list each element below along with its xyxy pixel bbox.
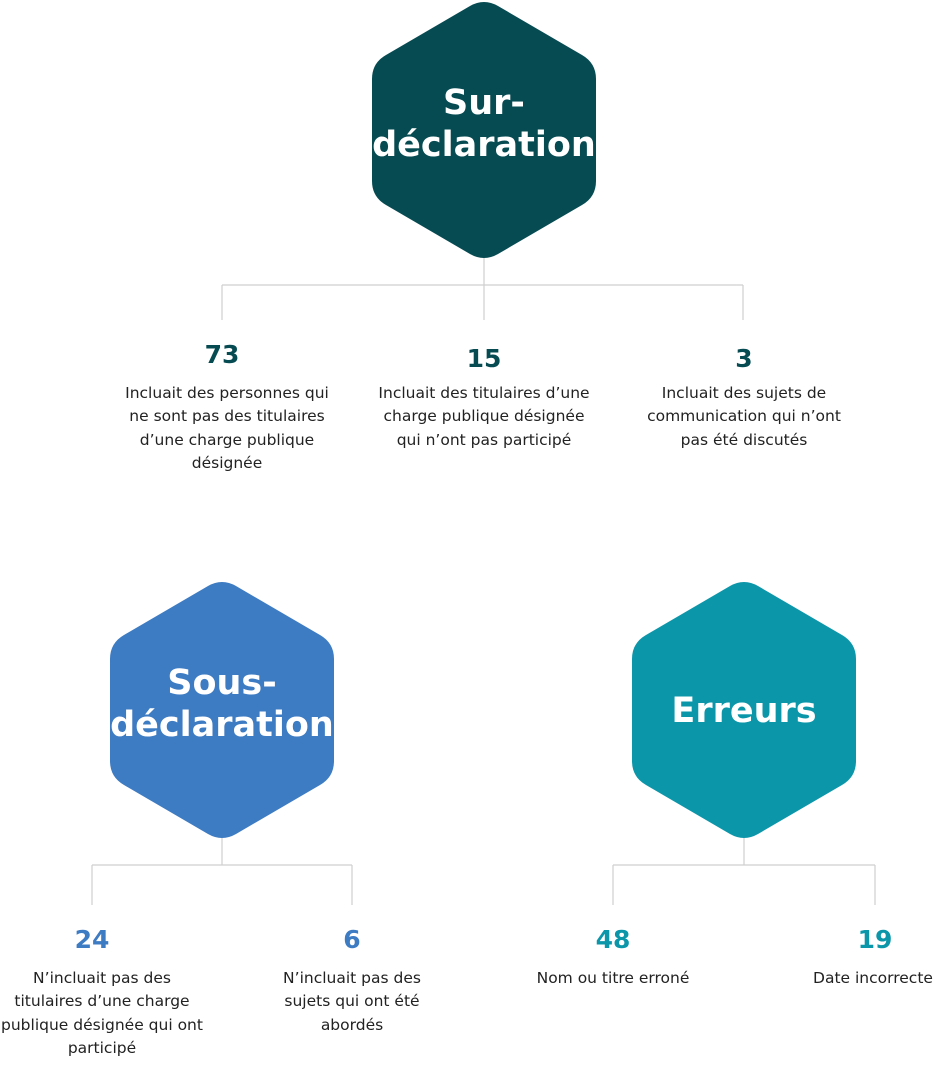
- over-title-line2: déclaration: [372, 125, 596, 165]
- over-item-1-value: 73: [204, 340, 240, 369]
- over-item-2-value: 15: [466, 344, 502, 373]
- under-title: Sous- déclaration: [100, 662, 344, 746]
- hexagon-over: [372, 2, 596, 258]
- connectors: [91, 258, 876, 905]
- hexagon-errors: [632, 582, 856, 838]
- errors-item-2-value: 19: [857, 925, 893, 954]
- under-title-line1: Sous-: [167, 663, 277, 703]
- over-item-2-text: Incluait des titulaires d’une charge pub…: [378, 384, 590, 449]
- under-item-2-text: N’incluait pas des sujets qui ont été ab…: [283, 969, 421, 1034]
- under-item-1-value: 24: [74, 925, 110, 954]
- over-item-1-text: Incluait des personnes qui ne sont pas d…: [125, 384, 329, 472]
- hexagon-under: [110, 582, 334, 838]
- errors-item-1-text: Nom ou titre erroné: [536, 969, 690, 987]
- over-title: Sur- déclaration: [372, 82, 596, 166]
- under-item-1-text: N’incluait pas des titulaires d’une char…: [1, 969, 203, 1057]
- under-item-2-value: 6: [343, 925, 361, 954]
- errors-item-2-text: Date incorrecte: [813, 969, 933, 987]
- over-item-3-text: Incluait des sujets de communication qui…: [647, 384, 841, 449]
- errors-title: Erreurs: [671, 691, 817, 731]
- under-title-line2: déclaration: [110, 705, 334, 745]
- over-item-3-value: 3: [735, 344, 753, 373]
- over-title-line1: Sur-: [443, 83, 525, 123]
- errors-item-1-value: 48: [595, 925, 631, 954]
